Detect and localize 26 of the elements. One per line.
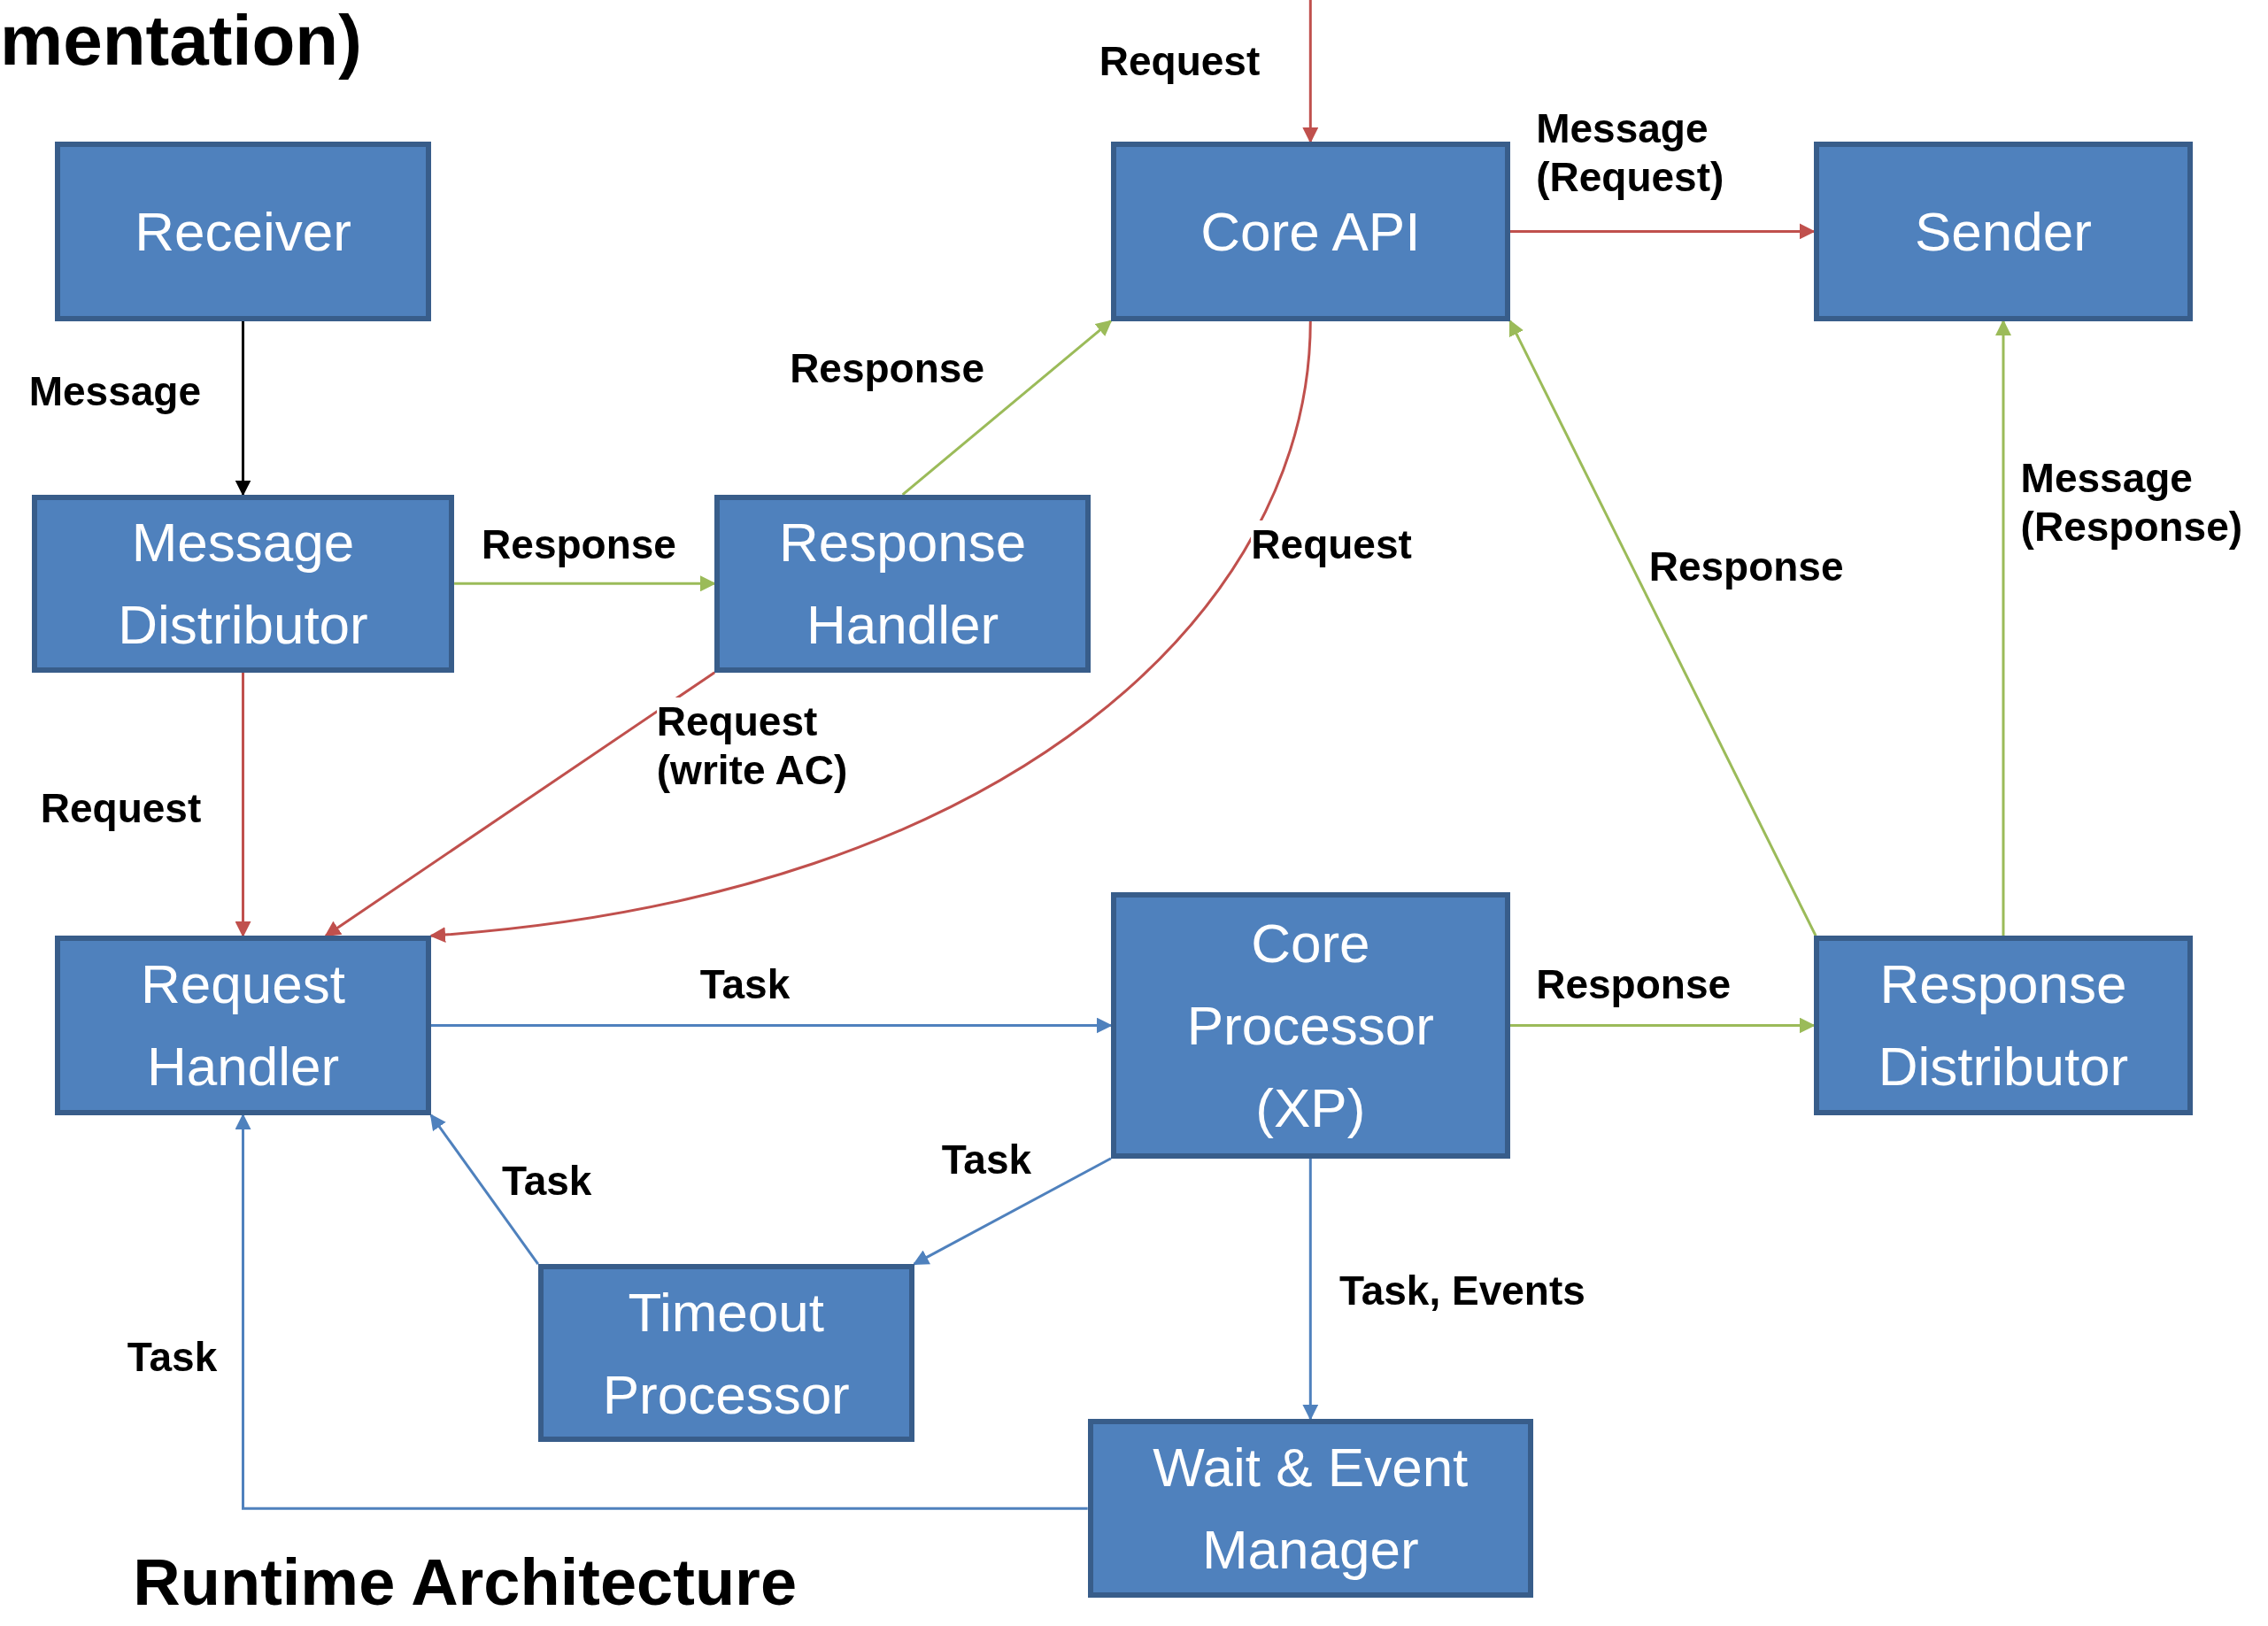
arrow [429,1114,539,1265]
arrow [429,320,1312,943]
process-box: Timeout Processor [537,1264,914,1442]
arrow [454,575,716,592]
arrow [913,1157,1112,1266]
process-box: Response Handler [714,494,1091,673]
process-box: Core Processor (XP) [1110,892,1510,1159]
arrow [235,1114,1088,1510]
process-box: Wait & Event Manager [1087,1418,1533,1599]
process-box: Response Distributor [1813,936,2193,1115]
arrow [324,671,716,937]
process-box: Core API [1110,142,1510,321]
arrow [1302,0,1319,143]
process-box: Request Handler [55,936,431,1115]
process-box: Sender [1813,142,2193,321]
arrow [1508,320,1817,936]
arrow [901,320,1113,496]
edge-label: Request [1251,520,1412,570]
caption: Runtime Architecture [133,1545,798,1621]
process-box: Message Distributor [31,494,455,673]
arrow [235,320,251,497]
arrow [235,672,251,937]
heading-fragment: mentation) [0,0,362,81]
arrow [1995,319,2011,936]
process-box: Receiver [55,142,431,321]
arrow [1302,1158,1319,1421]
